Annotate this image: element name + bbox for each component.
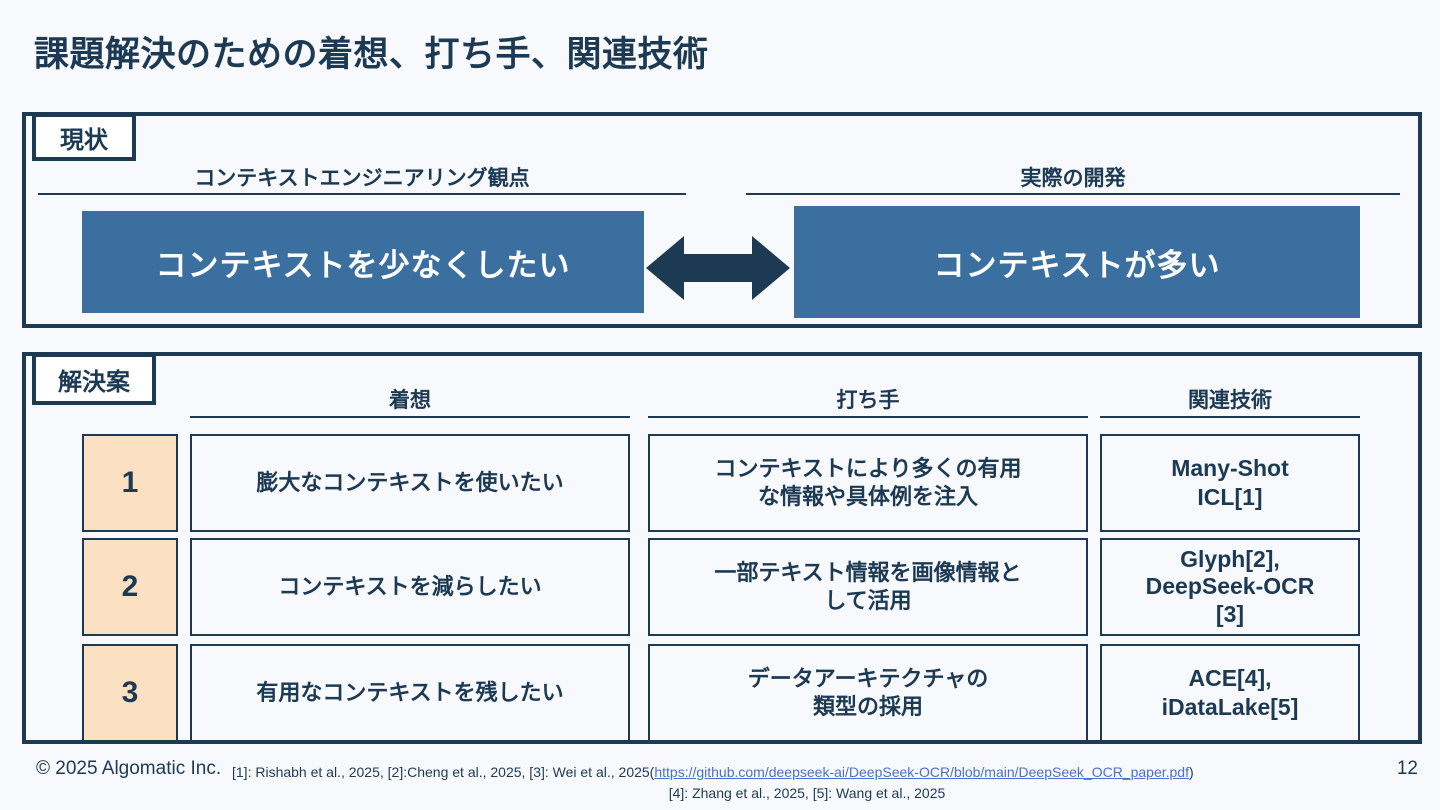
deepseek-ocr-paper-link[interactable]: https://github.com/deepseek-ai/DeepSeek-…: [654, 764, 1189, 780]
solution-column-rule-tech: [1100, 416, 1360, 418]
page-title: 課題解決のための着想、打ち手、関連技術: [34, 35, 709, 74]
references-line-1: [1]: Rishabh et al., 2025, [2]:Cheng et …: [232, 762, 1382, 783]
solution-row-number: 2: [82, 538, 178, 636]
solution-cell-idea: 有用なコンテキストを残したい: [190, 644, 630, 742]
solution-cell-action: 一部テキスト情報を画像情報と して活用: [648, 538, 1088, 636]
solution-cell-tech: ACE[4], iDataLake[5]: [1100, 644, 1360, 742]
solution-cell-tech: Many-Shot ICL[1]: [1100, 434, 1360, 532]
current-state-left-rule: [38, 193, 686, 195]
solution-column-rule-action: [648, 416, 1088, 418]
solution-cell-action: コンテキストにより多くの有用 な情報や具体例を注入: [648, 434, 1088, 532]
footer: © 2025 Algomatic Inc. [1]: Rishabh et al…: [0, 758, 1440, 810]
copyright-text: © 2025 Algomatic Inc.: [36, 758, 222, 779]
solution-column-rule-idea: [190, 416, 630, 418]
current-state-right-rule: [746, 193, 1400, 195]
solution-row-number: 3: [82, 644, 178, 742]
current-state-left-box: コンテキストを少なくしたい: [82, 211, 644, 313]
current-state-left-header: コンテキストエンジニアリング観点: [194, 167, 530, 190]
references-line-2: [4]: Zhang et al., 2025, [5]: Wang et al…: [668, 785, 946, 801]
references-block: [1]: Rishabh et al., 2025, [2]:Cheng et …: [232, 762, 1382, 804]
references-text-post: ): [1188, 764, 1194, 780]
solution-cell-action: データアーキテクチャの 類型の採用: [648, 644, 1088, 742]
solution-badge: 解決案: [32, 353, 156, 405]
page-number: 12: [1396, 758, 1418, 779]
solution-column-header-idea: 着想: [389, 389, 431, 412]
double-arrow-horizontal-icon: [646, 232, 790, 304]
references-text-pre: [1]: Rishabh et al., 2025, [2]:Cheng et …: [232, 764, 655, 780]
solution-cell-idea: 膨大なコンテキストを使いたい: [190, 434, 630, 532]
current-state-badge: 現状: [32, 113, 136, 161]
current-state-right-header: 実際の開発: [1020, 167, 1126, 190]
solution-cell-tech: Glyph[2], DeepSeek-OCR [3]: [1100, 538, 1360, 636]
current-state-right-box: コンテキストが多い: [794, 206, 1360, 318]
solution-row-number: 1: [82, 434, 178, 532]
solution-column-header-tech: 関連技術: [1188, 389, 1272, 412]
solution-column-header-action: 打ち手: [836, 389, 900, 412]
solution-cell-idea: コンテキストを減らしたい: [190, 538, 630, 636]
